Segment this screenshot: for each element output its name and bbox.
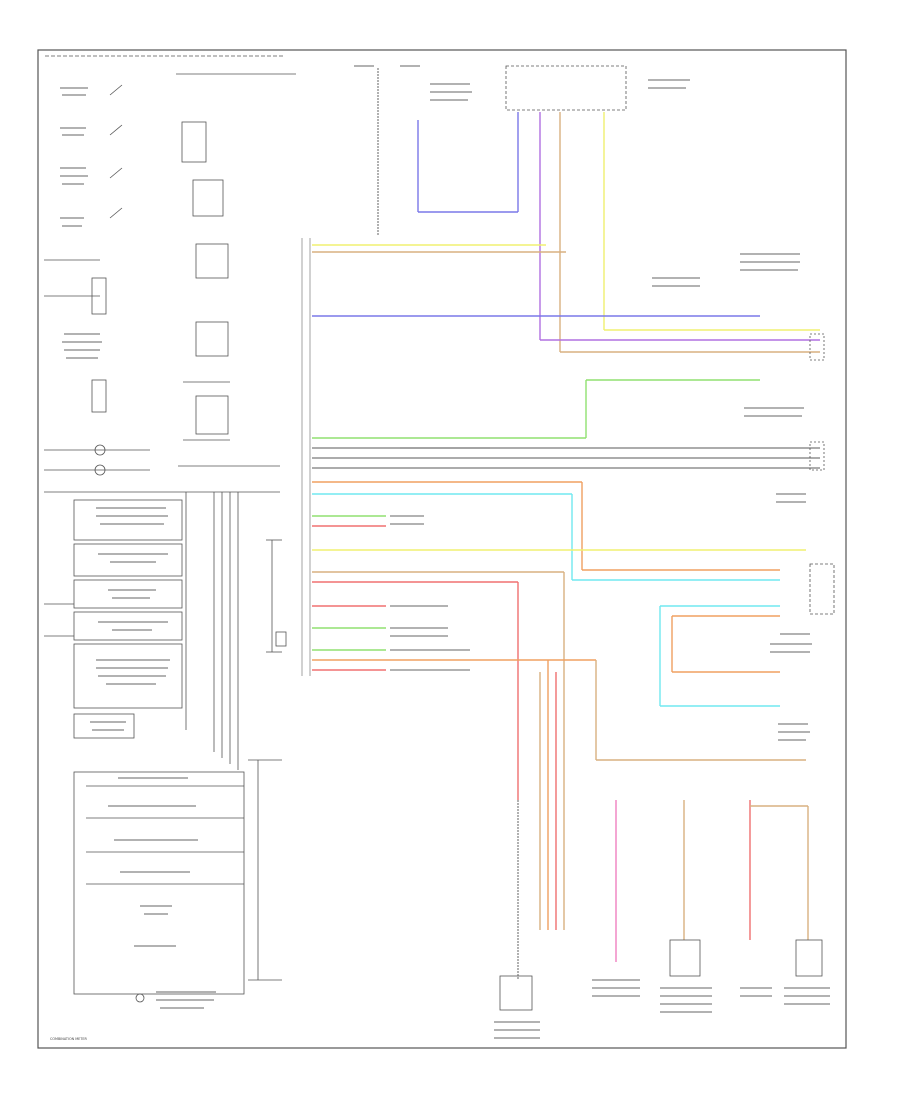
wire-runs bbox=[312, 68, 820, 980]
component-box bbox=[499, 975, 533, 1011]
warning-lamp-box bbox=[73, 713, 135, 739]
warning-lamp-box bbox=[73, 643, 183, 709]
gauge-box bbox=[192, 179, 224, 217]
label-ticks bbox=[60, 65, 830, 1039]
warning-lamp-box bbox=[73, 543, 183, 577]
gauge-box bbox=[181, 121, 207, 163]
component-box bbox=[809, 441, 825, 471]
warning-lamp-box bbox=[73, 579, 183, 609]
footer-label: COMBINATION METER bbox=[50, 1037, 88, 1041]
component-box bbox=[669, 939, 701, 977]
gauge-box bbox=[195, 395, 229, 435]
indicator-switch bbox=[109, 73, 296, 219]
component-box bbox=[795, 939, 823, 977]
component-boxes bbox=[499, 65, 835, 1011]
diagram-frame bbox=[37, 49, 847, 1049]
component-box bbox=[809, 333, 825, 361]
component-box bbox=[809, 563, 835, 615]
gauge-box bbox=[195, 243, 229, 279]
gauge-box bbox=[195, 321, 229, 357]
component-box bbox=[505, 65, 627, 111]
warning-lamp-box bbox=[73, 499, 183, 541]
meter-lamp-group bbox=[73, 771, 245, 995]
main-connector bbox=[301, 238, 311, 676]
warning-lamp-box bbox=[73, 611, 183, 641]
combination-meter-block bbox=[44, 55, 296, 1003]
